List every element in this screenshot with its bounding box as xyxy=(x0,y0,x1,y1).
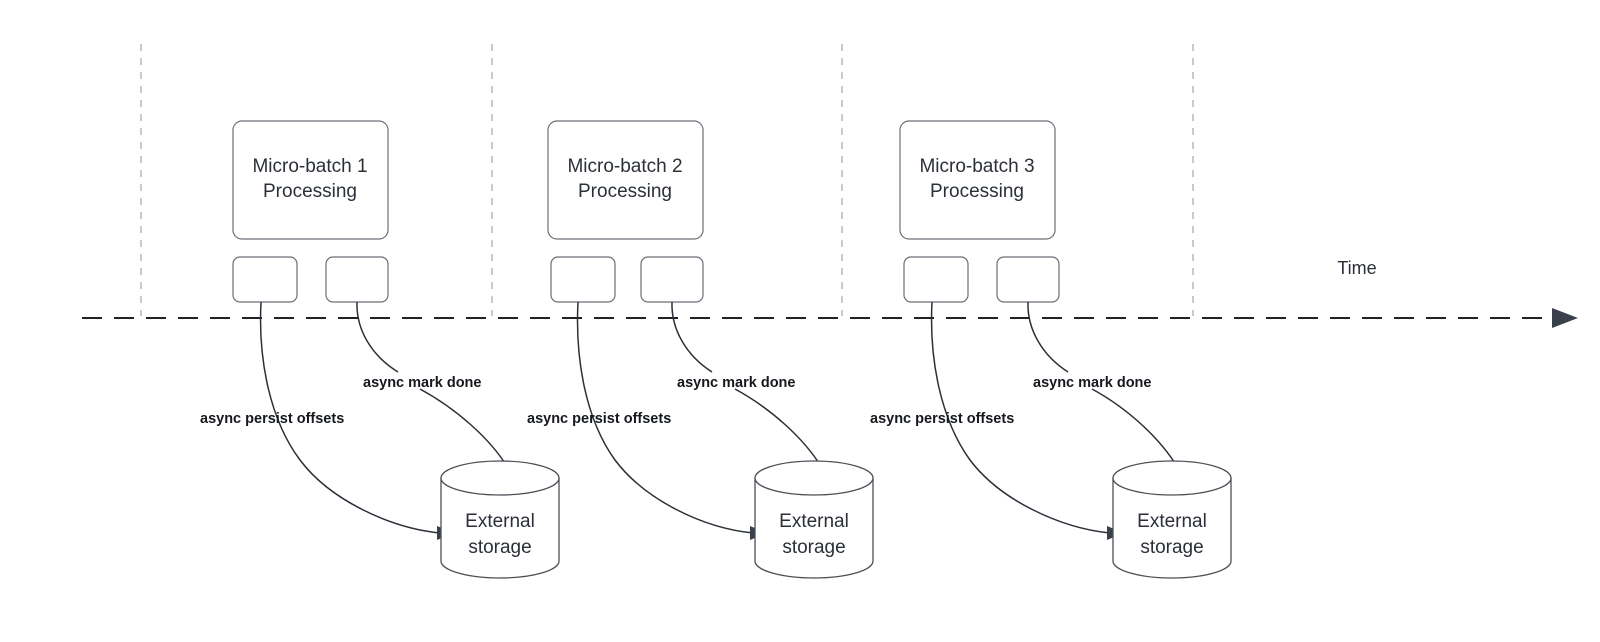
batch-2-async-mark-done-curve-b xyxy=(734,388,823,469)
time-axis-label: Time xyxy=(1337,258,1376,278)
batch-1-storage-label-line2: storage xyxy=(468,537,531,558)
batch-3-async-mark-done-curve-b xyxy=(1091,388,1179,469)
batch-3-async-persist-offsets-label: async persist offsets xyxy=(870,411,1014,427)
batch-1-async-mark-done-curve-a xyxy=(356,301,399,373)
batch-2-async-persist-offsets-curve xyxy=(576,301,754,534)
time-axis-arrowhead xyxy=(1552,308,1578,328)
micro-batch-2-title: Micro-batch 2 xyxy=(567,156,682,177)
micro-batch-3-subtitle: Processing xyxy=(930,181,1024,202)
micro-batch-1-task-box-left[interactable] xyxy=(232,256,298,303)
micro-batch-3-processing-box[interactable] xyxy=(899,120,1056,240)
batch-group-1: Micro-batch 1 Processing async persist o… xyxy=(200,120,560,579)
batch-2-storage-label-line1: External xyxy=(779,511,849,532)
micro-batch-2-task-box-right[interactable] xyxy=(640,256,704,303)
micro-batch-2-task-box-left[interactable] xyxy=(550,256,616,303)
batch-2-async-mark-done-curve-a xyxy=(671,301,713,373)
batch-3-async-mark-done-label: async mark done xyxy=(1033,375,1151,391)
batch-2-storage-label-line2: storage xyxy=(782,537,845,558)
batch-3-external-storage-cylinder[interactable] xyxy=(1112,460,1232,579)
batch-3-async-persist-offsets-curve xyxy=(930,301,1111,534)
micro-batch-1-subtitle: Processing xyxy=(263,181,357,202)
micro-batch-1-processing-box[interactable] xyxy=(232,120,389,240)
micro-batch-3-task-box-right[interactable] xyxy=(996,256,1060,303)
micro-batch-1-title: Micro-batch 1 xyxy=(252,156,367,177)
batch-2-async-mark-done-label: async mark done xyxy=(677,375,795,391)
batch-group-3: Micro-batch 3 Processing async persist o… xyxy=(870,120,1232,579)
micro-batch-3-title: Micro-batch 3 xyxy=(919,156,1034,177)
batch-3-storage-label-line2: storage xyxy=(1140,537,1203,558)
batch-1-async-mark-done-curve-b xyxy=(419,388,509,469)
micro-batch-3-task-box-left[interactable] xyxy=(903,256,969,303)
micro-batch-2-subtitle: Processing xyxy=(578,181,672,202)
micro-batch-2-processing-box[interactable] xyxy=(547,120,704,240)
batch-1-async-persist-offsets-curve xyxy=(259,301,441,534)
batch-3-storage-label-line1: External xyxy=(1137,511,1207,532)
micro-batch-1-task-box-right[interactable] xyxy=(325,256,389,303)
batch-1-external-storage-cylinder[interactable] xyxy=(440,460,560,579)
batch-3-async-mark-done-curve-a xyxy=(1027,301,1069,373)
batch-1-storage-label-line1: External xyxy=(465,511,535,532)
batch-2-external-storage-cylinder[interactable] xyxy=(754,460,874,579)
batch-2-async-persist-offsets-label: async persist offsets xyxy=(527,411,671,427)
batch-1-async-persist-offsets-label: async persist offsets xyxy=(200,411,344,427)
batch-1-async-mark-done-label: async mark done xyxy=(363,375,481,391)
batch-group-2: Micro-batch 2 Processing async persist o… xyxy=(527,120,874,579)
